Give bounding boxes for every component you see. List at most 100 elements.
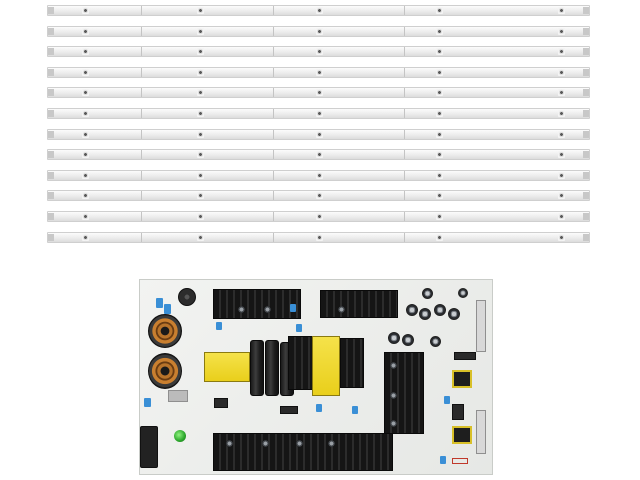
led-lens [197, 151, 204, 159]
led-lens [436, 233, 443, 241]
led-lens [82, 192, 89, 200]
led-lens [316, 130, 323, 138]
strip-connector [48, 130, 54, 138]
strip-seam [273, 191, 274, 201]
strip-connector [583, 192, 589, 200]
bulk-capacitor [250, 340, 264, 396]
strip-seam [141, 212, 142, 221]
led-backlight-strip [47, 87, 590, 99]
strip-seam [141, 88, 142, 98]
ic-chip [280, 406, 298, 414]
led-lens [436, 213, 443, 220]
screw [264, 306, 271, 313]
output-inductor [452, 370, 472, 388]
led-lens [82, 213, 89, 220]
led-lens [436, 27, 443, 35]
inductor-coil-top [148, 314, 182, 348]
capacitor [406, 304, 418, 316]
led-lens [82, 110, 89, 117]
capacitor [458, 288, 468, 298]
strip-connector [583, 213, 589, 220]
led-lens [316, 7, 323, 14]
pin-header [476, 300, 486, 352]
strip-connector [48, 171, 54, 179]
capacitor [402, 334, 414, 346]
blue-capacitor [296, 324, 302, 332]
inspection-stamp [452, 458, 468, 464]
strip-seam [404, 88, 405, 98]
led-lens [436, 130, 443, 138]
bulk-capacitor [265, 340, 279, 396]
blue-capacitor [352, 406, 358, 414]
strip-connector [583, 89, 589, 97]
led-lens [197, 171, 204, 179]
led-lens [82, 68, 89, 76]
strip-connector [583, 130, 589, 138]
led-lens [82, 171, 89, 179]
strip-connector [48, 68, 54, 76]
ac-inlet-connector [140, 426, 158, 468]
led-lens [436, 151, 443, 159]
blue-capacitor [444, 396, 450, 404]
led-lens [82, 27, 89, 35]
led-lens [197, 192, 204, 200]
led-backlight-strip [47, 169, 590, 181]
led-lens [82, 130, 89, 138]
strip-seam [141, 67, 142, 77]
led-lens [558, 192, 565, 200]
led-lens [82, 151, 89, 159]
led-lens [197, 89, 204, 97]
led-lens [197, 213, 204, 220]
capacitor [419, 308, 431, 320]
heatsink-top-left [213, 289, 301, 319]
strip-seam [273, 6, 274, 15]
blue-capacitor [216, 322, 222, 330]
led-lens [197, 130, 204, 138]
screw [328, 440, 335, 447]
blue-capacitor [164, 304, 171, 314]
strip-seam [404, 67, 405, 77]
led-lens [558, 89, 565, 97]
strip-seam [404, 232, 405, 242]
led-backlight-strip [47, 66, 590, 78]
capacitor [422, 288, 433, 299]
strip-seam [141, 47, 142, 57]
strip-connector [48, 48, 54, 56]
led-lens [82, 89, 89, 97]
strip-connector [48, 110, 54, 117]
led-backlight-strip [47, 25, 590, 37]
led-lens [197, 110, 204, 117]
capacitor [434, 304, 446, 316]
transformer-small [204, 352, 250, 382]
power-supply-board [139, 279, 493, 475]
strip-seam [404, 170, 405, 180]
led-lens [558, 233, 565, 241]
led-lens [436, 171, 443, 179]
output-inductor [452, 426, 472, 444]
strip-connector [48, 27, 54, 35]
strip-seam [404, 212, 405, 221]
transformer-main [312, 336, 340, 396]
strip-seam [141, 6, 142, 15]
led-backlight-strip [47, 46, 590, 58]
led-lens [82, 48, 89, 56]
strip-seam [141, 129, 142, 139]
blue-capacitor [144, 398, 151, 407]
strip-seam [141, 150, 142, 160]
led-lens [316, 151, 323, 159]
led-lens [558, 171, 565, 179]
green-led [174, 430, 186, 442]
strip-connector [48, 233, 54, 241]
led-lens [197, 7, 204, 14]
led-lens [316, 110, 323, 117]
led-backlight-strip [47, 149, 590, 161]
screw [238, 306, 245, 313]
led-lens [197, 233, 204, 241]
led-lens [558, 130, 565, 138]
led-lens [436, 48, 443, 56]
pin-header [476, 410, 486, 454]
fuse [168, 390, 188, 402]
strip-seam [273, 26, 274, 36]
strip-seam [404, 26, 405, 36]
